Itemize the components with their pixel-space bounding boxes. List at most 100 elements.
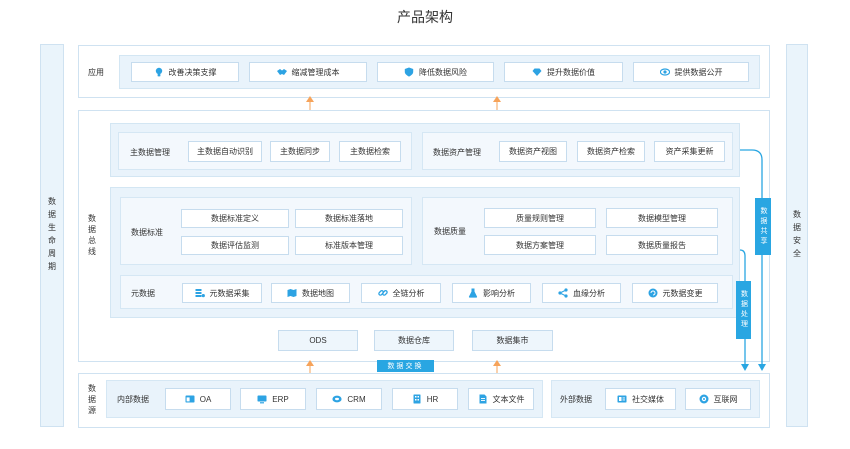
metadata-item-map: 数据地图 [271, 283, 350, 303]
disk-icon [332, 395, 342, 403]
master-data-item: 主数据检索 [339, 141, 401, 162]
lightbulb-icon [155, 67, 162, 77]
source-item-label: ERP [272, 394, 289, 404]
lifecycle-label: 数据生命周期 [47, 196, 57, 275]
data-source-label-wrap: 数据源 [84, 373, 100, 428]
metadata-item-label: 元数据变更 [662, 288, 703, 298]
app-item-value: 提升数据价值 [504, 62, 623, 82]
source-item-erp: ERP [240, 388, 306, 410]
lineage-icon [558, 288, 568, 298]
external-data-label: 外部数据 [560, 395, 592, 404]
asset-item: 资产采集更新 [654, 141, 725, 162]
storage-mart: 数据集市 [472, 330, 553, 351]
eye-icon [659, 68, 670, 76]
metadata-item-impact: 影响分析 [452, 283, 531, 303]
page-title: 产品架构 [397, 9, 453, 25]
source-item-text-file: 文本文件 [468, 388, 534, 410]
master-data-item: 主数据同步 [270, 141, 330, 162]
source-item-label: OA [199, 394, 212, 404]
data-share-tag: 数据共享 [755, 198, 771, 255]
flask-icon [468, 288, 478, 298]
app-item-open: 提供数据公开 [633, 62, 749, 82]
document-icon [479, 394, 486, 404]
metadata-item-label: 全链分析 [392, 288, 425, 298]
data-bus-label-wrap: 数据总线 [84, 110, 100, 362]
application-label: 应用 [88, 68, 104, 77]
quality-item: 质量规则管理 [484, 208, 596, 228]
social-media-icon [617, 395, 627, 403]
source-item-internet: 互联网 [685, 388, 751, 410]
source-item-hr: HR [392, 388, 458, 410]
app-item-risk: 降低数据风险 [377, 62, 494, 82]
app-item-label: 提升数据价值 [547, 67, 595, 77]
process-flow-line [739, 249, 746, 364]
asset-item: 数据资产检索 [577, 141, 645, 162]
asset-management-label: 数据资产管理 [433, 148, 481, 157]
window-icon [185, 395, 195, 403]
metadata-item-label: 血缘分析 [573, 288, 605, 298]
globe-icon [699, 394, 708, 404]
data-process-label: 数据处理 [740, 290, 748, 330]
quality-item: 数据质量报告 [606, 235, 718, 255]
data-source-label: 数据源 [87, 384, 97, 417]
refresh-icon [648, 288, 657, 298]
metadata-item-label: 数据地图 [302, 288, 334, 298]
internal-data-label: 内部数据 [117, 395, 149, 404]
building-icon [413, 394, 421, 404]
lifecycle-bar: 数据生命周期 [40, 44, 64, 427]
metadata-item-collect: 元数据采集 [182, 283, 262, 303]
quality-item: 数据方案管理 [484, 235, 596, 255]
data-exchange-tag: 数据交换 [377, 360, 434, 372]
share-flow-line [740, 149, 763, 364]
storage-ods: ODS [278, 330, 358, 351]
storage-warehouse: 数据仓库 [374, 330, 454, 351]
standard-item: 数据评估监测 [181, 236, 289, 255]
app-item-label: 降低数据风险 [419, 67, 467, 77]
source-item-label: 文本文件 [492, 394, 525, 404]
data-standard-label: 数据标准 [131, 228, 163, 237]
link-icon [377, 290, 388, 296]
metadata-item-label: 影响分析 [483, 288, 515, 298]
source-item-social-media: 社交媒体 [605, 388, 676, 410]
security-label: 数据安全 [792, 209, 802, 262]
source-item-label: HR [426, 394, 439, 404]
source-item-label: 社交媒体 [632, 394, 664, 404]
source-item-label: CRM [347, 394, 366, 404]
app-up-arrowhead [306, 96, 314, 102]
app-item-label: 提供数据公开 [674, 67, 723, 77]
app-item-label: 改善决策支撑 [168, 67, 217, 77]
monitor-icon [257, 395, 267, 404]
map-icon [287, 289, 297, 297]
metadata-item-label: 元数据采集 [209, 288, 250, 298]
source-up-arrowhead [306, 360, 314, 366]
metadata-item-lineage: 血缘分析 [542, 283, 621, 303]
asset-item: 数据资产视图 [499, 141, 567, 162]
master-data-item: 主数据自动识别 [188, 141, 262, 162]
standard-item: 数据标准定义 [181, 209, 289, 228]
quality-item: 数据模型管理 [606, 208, 718, 228]
shield-icon [404, 67, 414, 77]
data-quality-label: 数据质量 [434, 227, 466, 236]
diamond-icon [532, 68, 542, 76]
master-data-label: 主数据管理 [130, 148, 170, 157]
standard-item: 标准版本管理 [295, 236, 403, 255]
share-flow-arrowhead [758, 364, 766, 371]
data-share-label: 数据共享 [760, 206, 767, 247]
data-process-tag: 数据处理 [736, 281, 751, 339]
app-item-label: 缩减管理成本 [291, 67, 340, 77]
handshake-icon [276, 69, 287, 75]
security-bar: 数据安全 [786, 44, 808, 427]
app-item-decision: 改善决策支撑 [131, 62, 239, 82]
process-flow-arrowhead [741, 364, 749, 371]
database-list-icon [195, 289, 205, 298]
source-up-arrowhead [493, 360, 501, 366]
source-item-label: 互联网 [713, 394, 738, 404]
metadata-item-change: 元数据变更 [632, 283, 718, 303]
source-item-oa: OA [165, 388, 231, 410]
metadata-label: 元数据 [131, 289, 155, 298]
metadata-item-chain: 全链分析 [361, 283, 441, 303]
app-item-cost: 缩减管理成本 [249, 62, 367, 82]
source-item-crm: CRM [316, 388, 382, 410]
